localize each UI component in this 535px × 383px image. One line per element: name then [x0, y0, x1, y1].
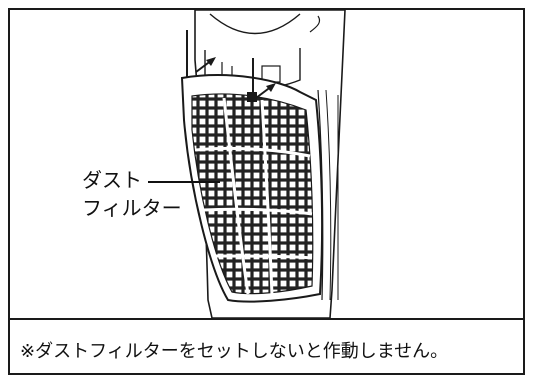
caution-note: ※ダストフィルターをセットしないと作動しません。: [20, 341, 449, 362]
dust-filter-illustration: [180, 10, 346, 318]
divider: [8, 318, 525, 320]
label-leader-line: [148, 181, 220, 183]
dust-filter-label-line1: ダスト: [82, 168, 142, 192]
dust-filter-label-line2: フィルター: [82, 196, 182, 220]
